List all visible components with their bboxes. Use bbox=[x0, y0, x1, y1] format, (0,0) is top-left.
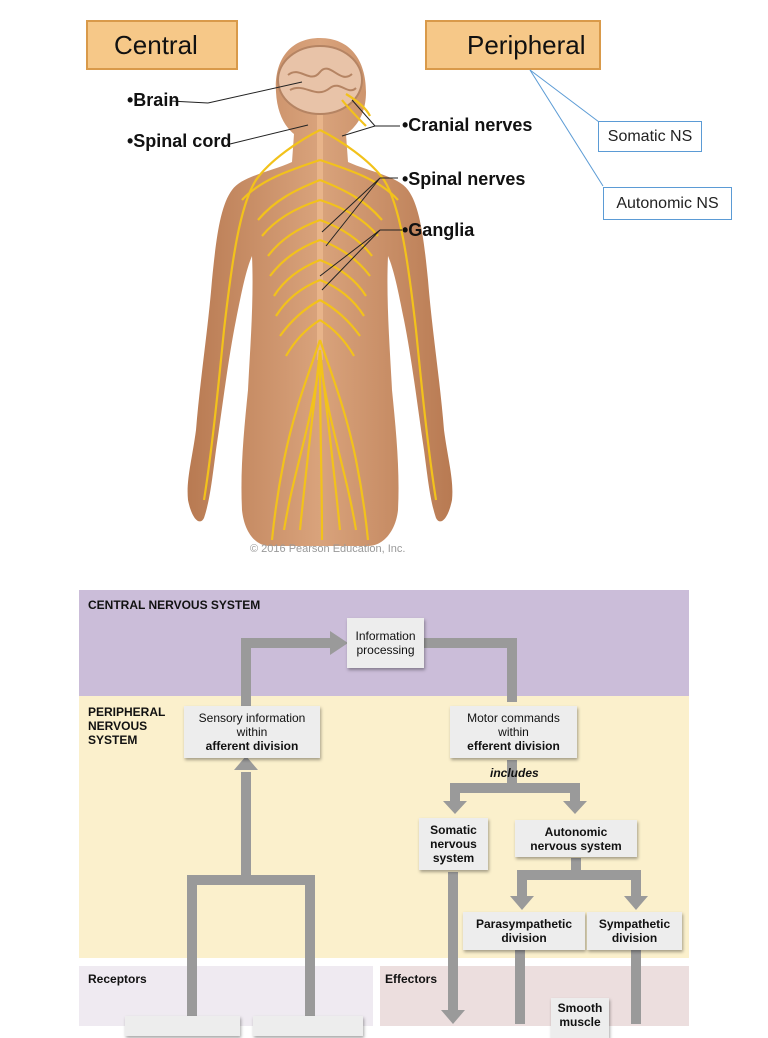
sensory-line1: Sensory information bbox=[198, 711, 306, 725]
somatic-ns-label: Somatic NS bbox=[607, 127, 693, 145]
motor-line2: within bbox=[498, 725, 529, 739]
motor-line1: Motor commands bbox=[467, 711, 560, 725]
pns-label-line1: PERIPHERAL bbox=[88, 705, 166, 719]
smooth-muscle-line1: Smooth bbox=[557, 1001, 603, 1015]
info-processing-box: Information processing bbox=[347, 618, 424, 668]
copyright-text: © 2016 Pearson Education, Inc. bbox=[250, 543, 406, 555]
info-processing-line1: Information bbox=[355, 629, 416, 643]
brain-label: •Brain bbox=[127, 90, 180, 110]
autonomic-line2: nervous system bbox=[530, 838, 622, 853]
somatic-line1: Somatic bbox=[430, 823, 477, 837]
parasympathetic-line1: Parasympathetic bbox=[475, 917, 573, 931]
receptors-zone-label: Receptors bbox=[88, 972, 147, 986]
cns-zone-label: CENTRAL NERVOUS SYSTEM bbox=[88, 598, 261, 612]
sympathetic-line2: division bbox=[611, 931, 658, 945]
includes-label: includes bbox=[490, 766, 539, 780]
ganglia-label: •Ganglia bbox=[402, 220, 475, 240]
autonomic-ns-box: Autonomic NS bbox=[603, 187, 732, 220]
autonomic-line1: Autonomic bbox=[544, 824, 608, 839]
pns-label-line2: NERVOUS bbox=[88, 719, 148, 733]
label-pointer-lines bbox=[169, 69, 604, 291]
flow-arrows bbox=[187, 631, 648, 1024]
sensory-box: Sensory information within afferent divi… bbox=[184, 706, 320, 758]
sympathetic-box: Sympathetic division bbox=[587, 912, 682, 950]
brain-shape bbox=[277, 45, 363, 115]
smooth-muscle-box: Smooth muscle bbox=[551, 998, 609, 1038]
smooth-muscle-line2: muscle bbox=[559, 1015, 601, 1029]
somatic-box: Somatic nervous system bbox=[419, 818, 488, 870]
somatic-line3: system bbox=[432, 851, 475, 865]
sensory-line3: afferent division bbox=[205, 739, 299, 753]
peripheral-title: Peripheral bbox=[467, 29, 586, 60]
sensory-line2: within bbox=[236, 725, 268, 739]
parasympathetic-box: Parasympathetic division bbox=[463, 912, 585, 950]
somatic-ns-box: Somatic NS bbox=[598, 121, 702, 152]
pns-label-line3: SYSTEM bbox=[88, 733, 138, 747]
somatic-line2: nervous bbox=[430, 837, 477, 851]
peripheral-title-box: Peripheral bbox=[425, 20, 601, 70]
receptor-box-right bbox=[253, 1016, 363, 1036]
autonomic-box: Autonomic nervous system bbox=[515, 820, 637, 857]
central-title-box: Central bbox=[86, 20, 238, 70]
spinal-nerves-label: •Spinal nerves bbox=[402, 169, 526, 189]
autonomic-ns-label: Autonomic NS bbox=[616, 194, 719, 212]
effectors-zone-label: Effectors bbox=[385, 972, 438, 986]
anatomy-panel: Central Peripheral bbox=[86, 20, 732, 555]
nerve-network bbox=[202, 93, 438, 541]
spinal-cord-label: •Spinal cord bbox=[127, 131, 232, 151]
sympathetic-line1: Sympathetic bbox=[598, 917, 671, 931]
cranial-nerves-label: •Cranial nerves bbox=[402, 115, 533, 135]
nervous-system-figure bbox=[187, 38, 453, 546]
receptor-box-left bbox=[125, 1016, 240, 1036]
motor-box: Motor commands within efferent division bbox=[450, 706, 577, 758]
parasympathetic-line2: division bbox=[501, 931, 547, 945]
pns-zone-label: PERIPHERAL NERVOUS SYSTEM bbox=[88, 705, 165, 747]
flowchart-panel: CENTRAL NERVOUS SYSTEM PERIPHERAL NERVOU… bbox=[0, 590, 768, 1038]
motor-line3: efferent division bbox=[467, 739, 560, 753]
info-processing-line2: processing bbox=[356, 643, 415, 657]
central-title: Central bbox=[114, 29, 198, 60]
